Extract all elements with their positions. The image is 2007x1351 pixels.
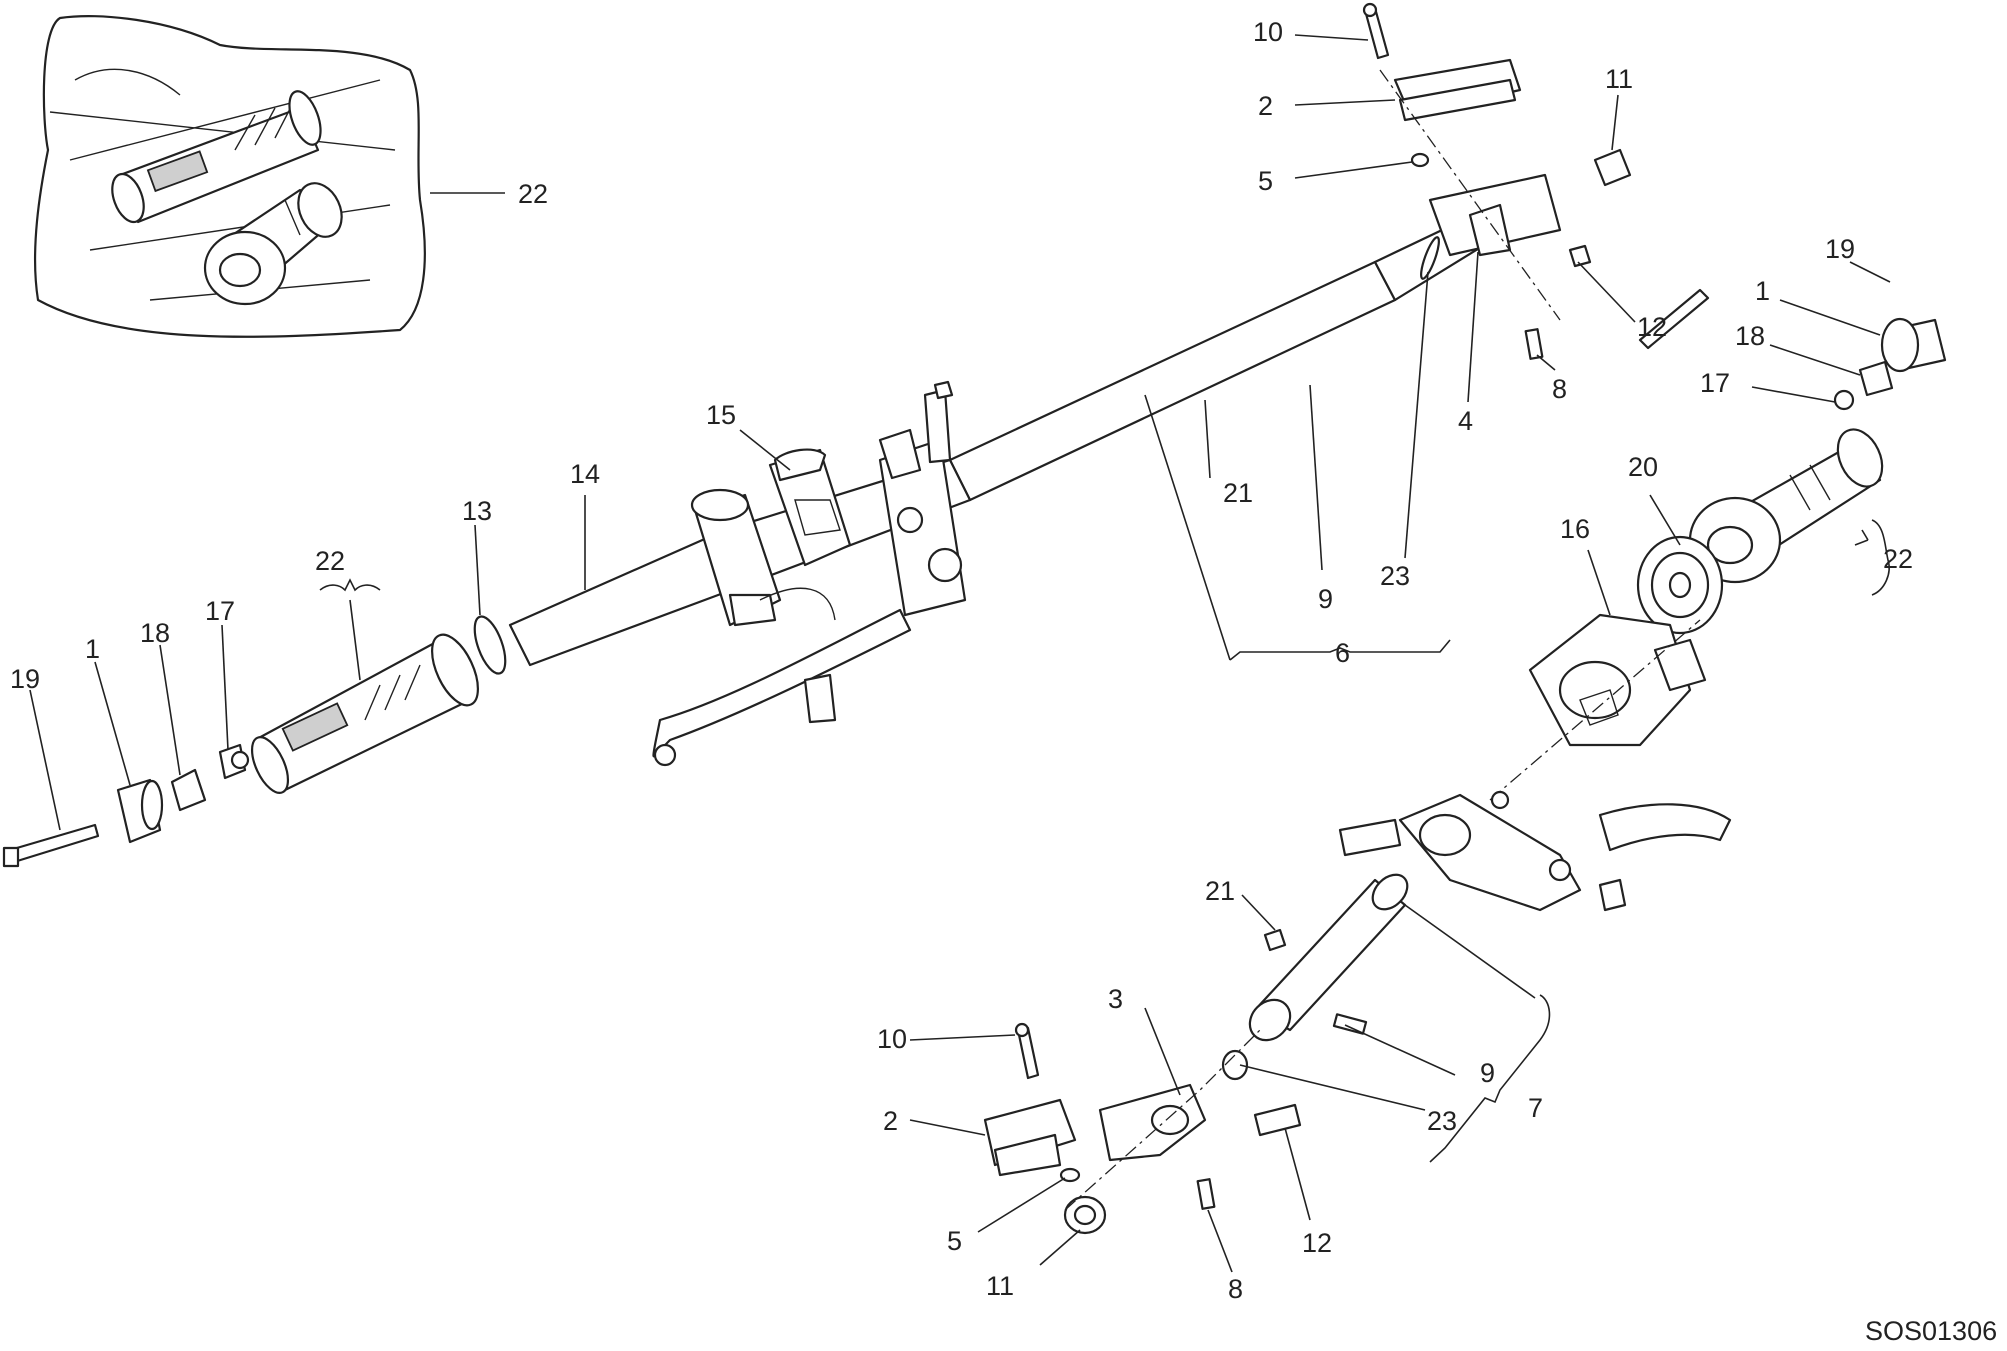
callout-9-top: 9 [1318,584,1333,614]
callout-18-right: 18 [1735,321,1765,351]
callout-5-top: 5 [1258,166,1273,196]
right-grip [1688,428,1884,584]
right-clamp-top [1362,2,1632,360]
right-bar-end-parts [1638,288,1947,411]
callout-12-top: 12 [1637,312,1667,342]
callout-22-inset: 22 [518,179,548,209]
drawing-code: SOS01306 [1865,1316,1997,1346]
callout-8-top: 8 [1552,374,1567,404]
callout-16: 16 [1560,514,1590,544]
callout-5-bottom: 5 [947,1226,962,1256]
callout-18-left: 18 [140,618,170,648]
callout-8-bottom: 8 [1228,1274,1243,1304]
callout-10-top: 10 [1253,17,1283,47]
switch-15 [768,448,852,567]
callout-1-left: 1 [85,634,100,664]
inset-grip-lower [203,182,343,306]
callout-9-bottom: 9 [1480,1058,1495,1088]
left-grip [250,633,479,794]
callout-15: 15 [706,400,736,430]
callout-3: 3 [1108,984,1123,1014]
left-clamp-bottom [983,1022,1302,1235]
callout-13: 13 [462,496,492,526]
callout-19-right: 19 [1825,234,1855,264]
callout-2-bottom: 2 [883,1106,898,1136]
left-switch-housing [690,488,782,627]
callout-23-top: 23 [1380,561,1410,591]
callout-14: 14 [570,459,600,489]
callout-22-right: 22 [1883,544,1913,574]
callout-11-top: 11 [1605,64,1633,94]
brake-master-cylinder [1338,790,1732,912]
right-switch-housing [1489,613,1707,801]
callout-1-right: 1 [1755,276,1770,306]
callout-21-bottom: 21 [1205,876,1235,906]
callout-11-bottom: 11 [986,1271,1014,1301]
ring-13 [473,615,507,675]
inset-grip-upper [111,90,322,224]
inset-grip-package [33,15,426,338]
handlebar-half-right [508,198,1514,667]
throttle-pulley [1636,535,1724,635]
callout-labels: 10 2 5 11 12 8 4 19 1 18 17 20 22 16 22 … [10,17,1913,1304]
callout-2-top: 2 [1258,91,1273,121]
callout-10-bottom: 10 [877,1024,907,1054]
callout-17-right: 17 [1700,368,1730,398]
handlebar-half-left [1221,873,1409,1081]
callout-19-left: 19 [10,664,40,694]
callout-12-bottom: 12 [1302,1228,1332,1258]
callout-7: 7 [1528,1093,1543,1123]
leader-lines [29,34,1891,1273]
callout-22-left: 22 [315,546,345,576]
callout-6: 6 [1335,638,1350,668]
callout-23-bottom: 23 [1427,1106,1457,1136]
left-bar-end-parts [2,743,250,868]
callout-21-top: 21 [1223,478,1253,508]
callout-4: 4 [1458,406,1473,436]
callout-20: 20 [1628,452,1658,482]
clutch-master-cylinder [652,380,967,767]
callout-17-left: 17 [205,596,235,626]
